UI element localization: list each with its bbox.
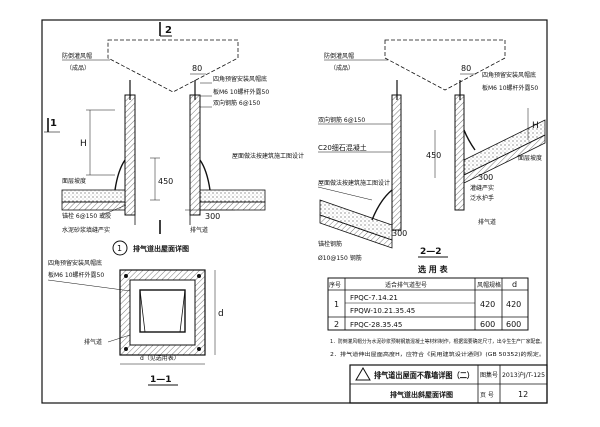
caption-1: 排气道出屋面详图 [133, 244, 189, 253]
slope-label-left: 面层坡度 [62, 177, 86, 185]
plan-inner-void [129, 279, 196, 346]
duct-wall-left [124, 94, 136, 216]
roof-slab-right [199, 189, 266, 203]
hood-outline-2 [384, 39, 506, 91]
note-1: 1．防倒灌风帽分为水泥砂浆预制钢筋混凝土等材料制作，根据需要确定尺寸，出令生生产… [330, 338, 545, 345]
duct-label-left: 排气道 [190, 226, 208, 234]
table-header-cap: 风帽规格 [477, 281, 501, 289]
duct-wall-right-2 [454, 94, 465, 211]
page-no: 12 [518, 390, 528, 399]
waterproof-label-2: 屋面做法按建筑施工图设计 [318, 179, 390, 187]
hood-label: 防倒灌风帽 [62, 52, 92, 60]
table-row-1-model1: FPQC-7.14.21 [350, 294, 398, 302]
atlas-label: 图集号 [480, 371, 498, 379]
table-row-1-cap: 420 [480, 300, 495, 309]
title-block: 排气道出屋面不靠墙详图（二） 排气道出斜屋面详图 图集号 2013沪J/T-12… [349, 364, 548, 404]
plan-caption: 1—1 [150, 375, 172, 385]
anchor-label-2: 锚栓钢筋 [318, 240, 342, 248]
duct-label-2: 排气道 [478, 218, 496, 226]
table-header-d: d [512, 280, 517, 289]
sheet-border [41, 19, 548, 404]
plan-dim-d-bottom: d（见选用表） [140, 354, 180, 362]
atlas-no: 2013沪J/T-125 [502, 371, 545, 379]
plan-dim-d-right: d [218, 309, 224, 319]
notes: 1．防倒灌风帽分为水泥砂浆预制钢筋混凝土等材料制作，根据需要确定尺寸，出令生生产… [330, 338, 545, 358]
duct-wall-right [189, 94, 201, 216]
flashing-label: 泛水护手 [470, 194, 494, 202]
caption-2-2: 2—2 [420, 247, 442, 257]
bolt-label: 板M6 10螺杆外露50 [213, 88, 269, 96]
selection-table: 选 用 表 序号 适合排气道型号 风帽规格 d 1 FPQC-7.14.21 F… [327, 264, 529, 331]
plan-bolt-label: 板M6 10螺杆外露50 [48, 271, 104, 279]
bolt-label-2: 板M6 10螺杆外露50 [482, 84, 538, 92]
waterproof-label-left: 屋面做法按建筑施工图设计 [232, 152, 304, 160]
table-row-2-cap: 600 [480, 320, 495, 329]
table-row-2-no: 2 [334, 320, 339, 329]
caption-no-1: 1 [117, 244, 122, 253]
rebar-label-2: 双向钢筋 6@150 [318, 116, 365, 124]
table-header-no: 序号 [329, 281, 341, 289]
dim-300-left: 300 [205, 212, 220, 221]
table-row-1-no: 1 [334, 300, 339, 309]
note-2: 2．排气道伸出屋面高度H，应符合《民用建筑设计通则》(GB 50352)的规定。 [330, 351, 545, 358]
hood-note-2: （成品） [330, 64, 354, 72]
table-row-1-d: 420 [506, 300, 521, 309]
hood-note: （成品） [66, 64, 90, 72]
hood-outline [107, 39, 239, 93]
section-mark-2-top: 2 [165, 25, 172, 36]
title-sub: 排气道出斜屋面详图 [390, 390, 453, 399]
table-row-2-model1: FPQC-28.35.45 [350, 321, 402, 329]
plan-1-1: 四角预留安装风帽底 板M6 10螺杆外露50 排气道 d d（见选用表） 1—1 [47, 259, 224, 386]
plan-duct-label: 排气道 [84, 338, 102, 346]
table-title: 选 用 表 [418, 264, 449, 274]
dim-H-right: H [532, 121, 539, 131]
mortar-label-2: 灌缝严实 [470, 184, 494, 192]
title-main: 排气道出屋面不靠墙详图（二） [374, 370, 474, 380]
dim-450-left: 450 [158, 177, 173, 186]
dim-300-right-b: 300 [392, 229, 407, 238]
anchor-spec-2: Ø10@150 钢筋 [318, 254, 362, 262]
logo-triangle-icon [355, 367, 371, 381]
dim-450-right: 450 [426, 151, 441, 160]
hood-label-2: 防倒灌风帽 [324, 52, 354, 60]
section-mark-1-left: 1 [50, 118, 57, 129]
dim-H-left: H [80, 139, 87, 149]
concrete-label: C20细石混凝土 [318, 143, 367, 152]
table-row-1-model2: FPQW-10.21.35.45 [350, 307, 415, 315]
anchor-label-left: 锚栓 6@150 或胶 [62, 212, 111, 220]
rebar-label: 双向钢筋 6@150 [213, 99, 260, 107]
page-label: 页 号 [480, 392, 494, 399]
mortar-label-left: 水泥砂浆填缝严实 [62, 226, 110, 234]
roof-slab-left [61, 189, 126, 203]
dim-80-left: 80 [192, 64, 202, 73]
detail-1: 2 防倒灌风帽 （成品） 80 四角预留安装风帽底 板M6 10螺杆外露50 双… [44, 22, 304, 256]
table-row-2-d: 600 [506, 320, 521, 329]
caption-circle-1 [112, 240, 128, 256]
plan-mount-label: 四角预留安装风帽底 [48, 259, 102, 267]
slope-label-2: 面层坡度 [518, 154, 542, 162]
detail-2: 防倒灌风帽 （成品） 80 四角预留安装风帽底 板M6 10螺杆外露50 双向钢… [317, 39, 546, 262]
mount-label-2: 四角预留安装风帽底 [482, 71, 536, 79]
dim-80-right: 80 [461, 64, 471, 73]
mount-label: 四角预留安装风帽底 [213, 75, 267, 83]
table-header-model: 适合排气道型号 [385, 281, 427, 289]
duct-wall-left-2 [391, 94, 402, 231]
dim-300-right-a: 300 [478, 173, 493, 182]
